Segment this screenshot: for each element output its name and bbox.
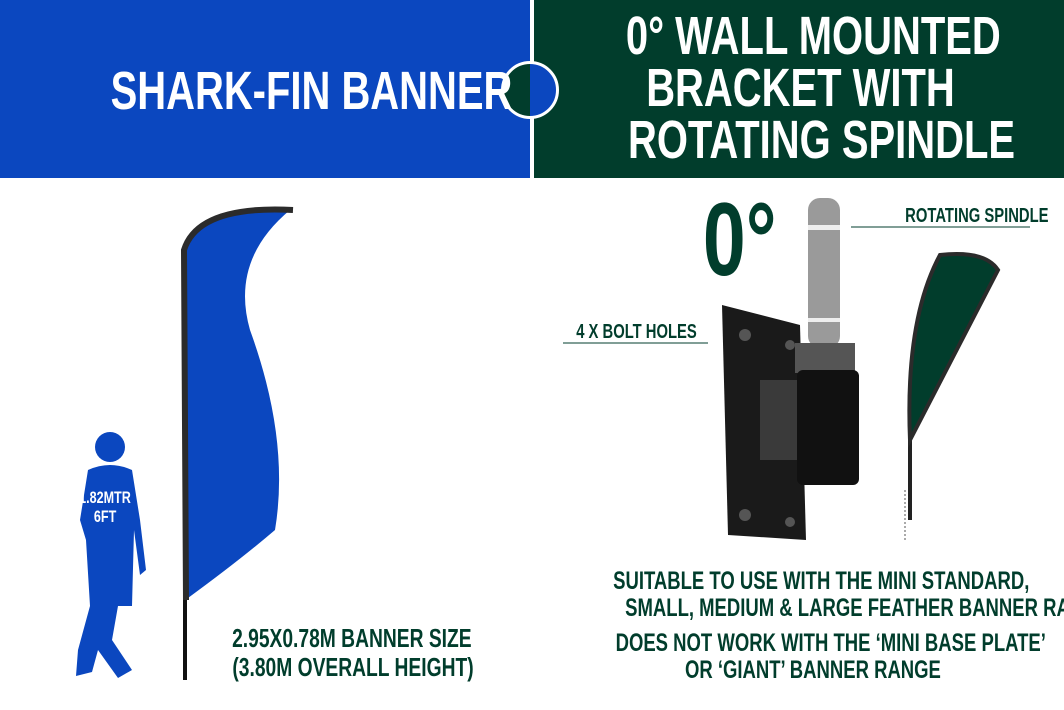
header-right	[534, 0, 1064, 178]
feather-flag-illustration	[904, 252, 1001, 540]
shark-fin-banner-illustration	[180, 206, 294, 680]
person-silhouette	[76, 432, 146, 678]
divider-circle	[501, 61, 559, 119]
banner-size-label: 2.95X0.78M BANNER SIZE(3.80M OVERALL HEI…	[232, 623, 474, 682]
angle-label: 0°	[703, 182, 777, 298]
wall-bracket-photo	[722, 198, 859, 540]
left-title: SHARK-FIN BANNER	[110, 61, 513, 121]
compatibility-note: SUITABLE TO USE WITH THE MINI STANDARD,S…	[613, 567, 1064, 622]
incompatibility-note: DOES NOT WORK WITH THE ‘MINI BASE PLATE’…	[615, 629, 1046, 684]
header-left	[0, 0, 530, 178]
spindle-callout: ROTATING SPINDLE	[905, 205, 1049, 227]
bolt-holes-callout: 4 X BOLT HOLES	[576, 321, 697, 343]
